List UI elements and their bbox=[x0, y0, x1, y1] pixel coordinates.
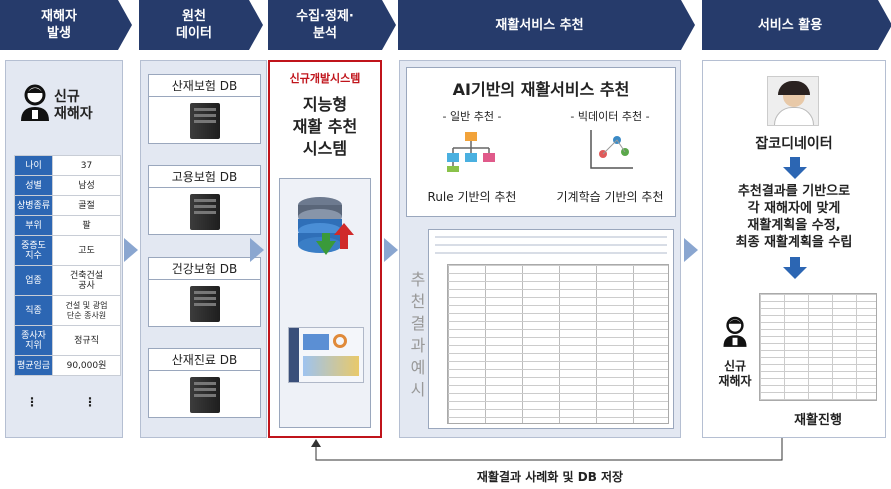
ellipsis-right: ⋮ bbox=[84, 395, 96, 409]
service-use-panel: 잡코디네이터 추천결과를 기반으로 각 재해자에 맞게 재활계획을 수정, 최종… bbox=[702, 60, 886, 438]
system-illustration bbox=[279, 178, 371, 428]
flow-arrow bbox=[250, 238, 264, 262]
db-label: 산재진료 DB bbox=[149, 349, 260, 371]
bigdata-recommend-label: - 빅데이터 추천 - bbox=[570, 110, 650, 123]
source-data-panel: 산재보험 DB 고용보험 DB 건강보험 DB 산재진료 DB bbox=[140, 60, 267, 438]
system-panel: 신규개발시스템 지능형 재활 추천 시스템 bbox=[268, 60, 382, 438]
rule-tree-icon bbox=[447, 132, 495, 172]
db-label: 산재보험 DB bbox=[149, 75, 260, 97]
ai-title: AI기반의 재활서비스 추천 bbox=[452, 80, 630, 99]
server-icon bbox=[190, 377, 220, 413]
header-incident: 재해자 발생 bbox=[0, 0, 132, 50]
header-service-use: 서비스 활용 bbox=[702, 0, 891, 50]
rehab-plan-preview bbox=[759, 293, 877, 401]
service-description: 추천결과를 기반으로 각 재해자에 맞게 재활계획을 수정, 최종 재활계획을 … bbox=[735, 184, 853, 250]
rehab-progress-label: 재활진행 bbox=[794, 413, 842, 428]
recommendation-panel: AI기반의 재활서비스 추천 - 일반 추천 - - 빅데이터 추천 - Rul… bbox=[399, 60, 681, 438]
db-label: 고용보험 DB bbox=[149, 166, 260, 188]
coordinator-photo bbox=[767, 76, 819, 126]
preview-grid bbox=[447, 264, 669, 424]
db-card-industrial-treatment: 산재진료 DB bbox=[148, 348, 261, 418]
coordinator-label: 잡코디네이터 bbox=[755, 136, 833, 152]
rule-caption: Rule 기반의 추천 bbox=[427, 190, 517, 204]
result-table-preview bbox=[428, 229, 674, 429]
server-icon bbox=[190, 103, 220, 139]
flow-arrow bbox=[384, 238, 398, 262]
ml-scatter-icon bbox=[590, 130, 633, 169]
header-source-data: 원천 데이터 bbox=[139, 0, 263, 50]
db-card-health-insurance: 건강보험 DB bbox=[148, 257, 261, 327]
down-arrow-icon bbox=[783, 157, 807, 179]
general-recommend-label: - 일반 추천 - bbox=[442, 110, 502, 123]
header-recommendation: 재활서비스 추천 bbox=[398, 0, 695, 50]
db-card-industrial-insurance: 산재보험 DB bbox=[148, 74, 261, 144]
result-example-label: 추 천 결 과 예 시 bbox=[410, 270, 426, 399]
database-refresh-icon bbox=[298, 197, 354, 255]
ellipsis-left: ⋮ bbox=[26, 395, 38, 409]
server-icon bbox=[190, 286, 220, 322]
down-arrow-icon bbox=[783, 257, 807, 279]
system-title: 지능형 재활 추천 시스템 bbox=[292, 95, 358, 158]
server-icon bbox=[190, 194, 220, 230]
dashboard-thumbnail bbox=[288, 327, 364, 383]
header-collect-refine: 수집·정제· 분석 bbox=[268, 0, 396, 50]
flow-arrow bbox=[124, 238, 138, 262]
ml-caption: 기계학습 기반의 추천 bbox=[556, 190, 664, 204]
flow-arrow bbox=[684, 238, 698, 262]
db-label: 건강보험 DB bbox=[149, 258, 260, 280]
feedback-label: 재활결과 사례화 및 DB 저장 bbox=[476, 470, 624, 484]
new-worker-label: 신규 재해자 bbox=[54, 89, 93, 122]
new-system-badge: 신규개발시스템 bbox=[289, 72, 361, 85]
db-card-employment-insurance: 고용보험 DB bbox=[148, 165, 261, 235]
worker-label: 신규 재해자 bbox=[718, 359, 752, 388]
new-worker-icon bbox=[21, 84, 49, 121]
ai-recommendation-box: AI기반의 재활서비스 추천 - 일반 추천 - - 빅데이터 추천 - Rul… bbox=[406, 67, 676, 217]
worker-icon bbox=[723, 316, 747, 347]
